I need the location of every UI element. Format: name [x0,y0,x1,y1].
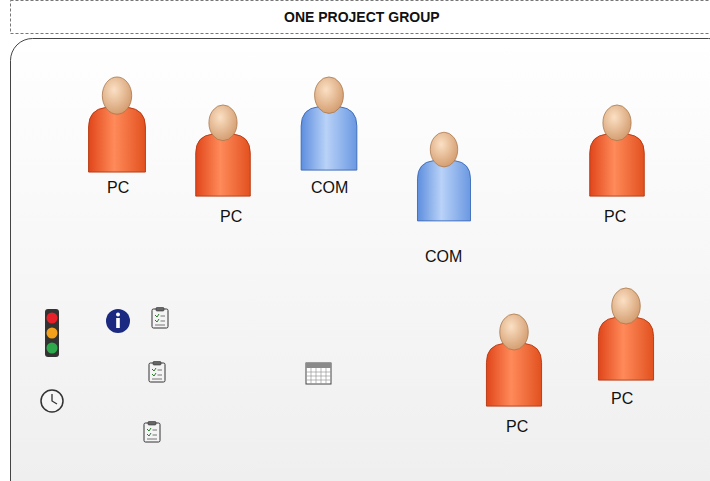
calendar-icon [306,363,331,384]
person-icon [301,77,357,170]
group-title: ONE PROJECT GROUP [284,8,440,26]
info-icon [106,309,130,333]
role-label: PC [611,390,633,408]
checklist-icon [144,422,160,443]
role-label: COM [311,179,348,197]
role-label: PC [107,179,129,197]
role-label: COM [425,248,462,266]
role-label: PC [506,418,528,436]
role-label: PC [220,208,242,226]
person-icon [417,132,470,221]
person-icon [89,77,146,172]
checklist-icon [149,362,165,383]
person-icon [598,288,653,380]
person-icon [590,105,645,196]
title-band [11,1,710,34]
clock-icon [41,390,63,412]
traffic-light-icon [45,309,59,357]
person-icon [196,105,251,196]
person-icon [486,314,541,406]
group-panel [11,39,710,481]
role-label: PC [604,208,626,226]
checklist-icon [152,308,168,329]
